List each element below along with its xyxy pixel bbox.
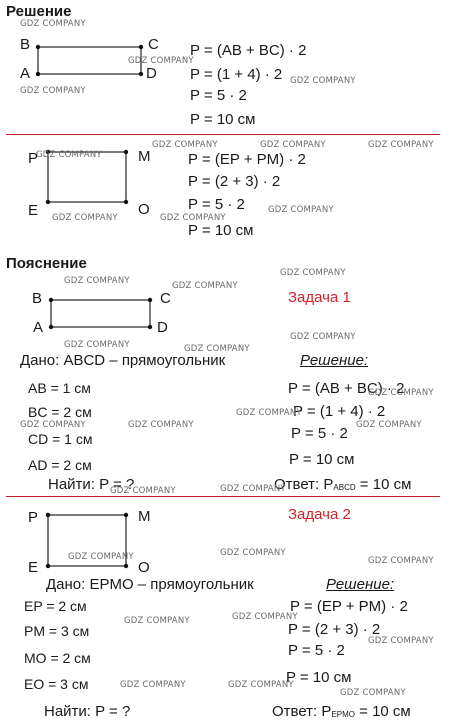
- watermark: GDZ COMPANY: [368, 636, 434, 646]
- formula-line: P = (AB + BC) · 2: [190, 42, 307, 59]
- task-2-given: Дано: EPMO – прямоугольник: [46, 576, 254, 593]
- task-2-find: Найти: P = ?: [44, 703, 131, 720]
- formula-line: P = 5 · 2: [190, 87, 247, 104]
- watermark: GDZ COMPANY: [20, 19, 86, 29]
- vertex-label-o: O: [138, 201, 150, 218]
- watermark: GDZ COMPANY: [260, 140, 326, 150]
- solution-step: P = (EP + PM) · 2: [290, 598, 408, 615]
- task-1-title: Задача 1: [288, 289, 351, 306]
- task-1-given: Дано: ABCD – прямоугольник: [20, 352, 226, 369]
- solution-step: P = 10 см: [289, 451, 355, 468]
- watermark: GDZ COMPANY: [160, 213, 226, 223]
- given-value: EP = 2 см: [24, 598, 87, 614]
- task-2-solution-title: Решение:: [326, 576, 395, 593]
- watermark: GDZ COMPANY: [68, 552, 134, 562]
- solution-step: P = 5 · 2: [291, 425, 348, 442]
- given-value: PM = 3 см: [24, 623, 90, 639]
- task-1-find: Найти: P = ?: [48, 476, 135, 493]
- watermark: GDZ COMPANY: [110, 486, 176, 496]
- watermark: GDZ COMPANY: [20, 86, 86, 96]
- watermark: GDZ COMPANY: [152, 140, 218, 150]
- heading-explanation: Пояснение: [6, 255, 87, 272]
- vertex-label-a: A: [33, 319, 44, 336]
- task-1-answer: Ответ: PABCD = 10 см: [274, 476, 412, 493]
- heading-solution: Решение: [6, 3, 72, 20]
- given-value: CD = 1 см: [28, 431, 93, 447]
- watermark: GDZ COMPANY: [220, 548, 286, 558]
- vertex-label-e: E: [28, 202, 39, 219]
- given-value: BC = 2 см: [28, 404, 92, 420]
- watermark: GDZ COMPANY: [290, 76, 356, 86]
- formula-line: P = (1 + 4) · 2: [190, 66, 283, 83]
- section-divider: [6, 496, 440, 497]
- vertex-label-d: D: [146, 65, 157, 82]
- watermark: GDZ COMPANY: [368, 388, 434, 398]
- vertex-label-b: B: [20, 36, 31, 53]
- solution-step: P = 5 · 2: [288, 642, 345, 659]
- given-value: AB = 1 см: [28, 380, 91, 396]
- given-value: MO = 2 см: [24, 650, 91, 666]
- watermark: GDZ COMPANY: [280, 268, 346, 278]
- formula-line: P = 10 см: [188, 222, 254, 239]
- watermark: GDZ COMPANY: [220, 484, 286, 494]
- watermark: GDZ COMPANY: [340, 688, 406, 698]
- section-divider: [6, 134, 440, 135]
- watermark: GDZ COMPANY: [228, 680, 294, 690]
- watermark: GDZ COMPANY: [124, 616, 190, 626]
- watermark: GDZ COMPANY: [64, 340, 130, 350]
- watermark: GDZ COMPANY: [268, 205, 334, 215]
- solution-step: P = 10 см: [286, 669, 352, 686]
- vertex-label-e: E: [28, 559, 39, 576]
- watermark: GDZ COMPANY: [128, 56, 194, 66]
- watermark: GDZ COMPANY: [36, 150, 102, 160]
- vertex-label-p: P: [28, 150, 39, 167]
- task-1-solution-title: Решение:: [300, 352, 369, 369]
- given-value: AD = 2 см: [28, 457, 92, 473]
- formula-line: P = (2 + 3) · 2: [188, 173, 281, 190]
- watermark: GDZ COMPANY: [172, 281, 238, 291]
- watermark: GDZ COMPANY: [236, 408, 302, 418]
- solution-step: P = (2 + 3) · 2: [288, 621, 381, 638]
- vertex-label-c: C: [160, 290, 171, 307]
- watermark: GDZ COMPANY: [368, 556, 434, 566]
- vertex-label-d: D: [157, 319, 168, 336]
- watermark: GDZ COMPANY: [64, 276, 130, 286]
- watermark: GDZ COMPANY: [290, 332, 356, 342]
- watermark: GDZ COMPANY: [184, 344, 250, 354]
- watermark: GDZ COMPANY: [356, 420, 422, 430]
- watermark: GDZ COMPANY: [368, 140, 434, 150]
- watermark: GDZ COMPANY: [52, 213, 118, 223]
- watermark: GDZ COMPANY: [232, 612, 298, 622]
- vertex-label-a: A: [20, 65, 31, 82]
- vertex-label-o: O: [138, 559, 150, 576]
- solution-step: P = (AB + BC) · 2: [288, 380, 405, 397]
- formula-line: P = (EP + PM) · 2: [188, 151, 306, 168]
- vertex-label-p: P: [28, 509, 39, 526]
- watermark: GDZ COMPANY: [128, 420, 194, 430]
- watermark: GDZ COMPANY: [120, 680, 186, 690]
- task-2-answer: Ответ: PEPMO = 10 см: [272, 703, 411, 720]
- vertex-label-c: C: [148, 36, 159, 53]
- task-2-title: Задача 2: [288, 506, 351, 523]
- watermark: GDZ COMPANY: [20, 420, 86, 430]
- formula-line: P = 5 · 2: [188, 196, 245, 213]
- given-value: EO = 3 см: [24, 676, 89, 692]
- vertex-label-b: B: [32, 290, 43, 307]
- solution-step: P = (1 + 4) · 2: [293, 403, 386, 420]
- vertex-label-m: M: [138, 148, 151, 165]
- vertex-label-m: M: [138, 508, 151, 525]
- formula-line: P = 10 см: [190, 111, 256, 128]
